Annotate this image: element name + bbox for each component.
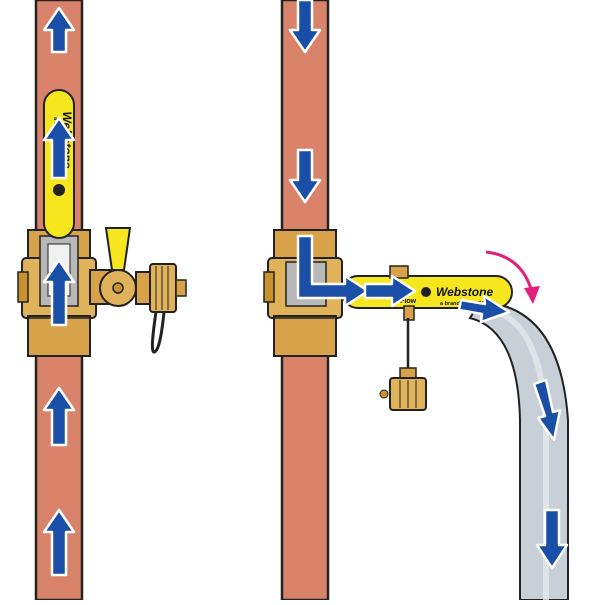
tflow-label: T-Flow [394, 298, 417, 305]
rotate-direction-arrow [485, 250, 540, 304]
right-flow-arrows [288, 0, 569, 570]
left-assembly: Webstone a brand of NIBCO [17, 0, 187, 602]
left-handle-logo-icon [53, 184, 65, 196]
left-drain-lever[interactable] [104, 227, 132, 271]
flow-arrow-up-2 [42, 116, 76, 180]
flow-arrow-down-1 [288, 0, 322, 54]
flow-arrow-up-1 [42, 6, 76, 54]
left-drain-valve [89, 227, 187, 354]
left-flow-arrows [42, 6, 76, 577]
flow-arrow-up-4 [42, 386, 76, 447]
right-handle-brand: Webstone [436, 285, 493, 299]
flow-arrow-up-5 [42, 508, 76, 577]
flow-arrow-through-handle [363, 274, 417, 308]
right-pipe-lower [280, 350, 330, 602]
flow-arrow-hose-3 [535, 508, 569, 570]
flow-arrow-up-3 [42, 258, 76, 327]
right-handle-logo-icon [421, 287, 431, 297]
right-assembly: T-Flow Webstone a brand of NIBCO [263, 0, 569, 602]
left-drain-cap[interactable] [149, 263, 177, 313]
right-drain-cap[interactable] [379, 318, 427, 411]
flow-arrow-elbow [296, 234, 370, 308]
flow-arrow-hose-2 [532, 378, 562, 442]
flow-arrow-down-2 [288, 148, 322, 204]
flow-arrow-hose-1 [457, 294, 511, 324]
